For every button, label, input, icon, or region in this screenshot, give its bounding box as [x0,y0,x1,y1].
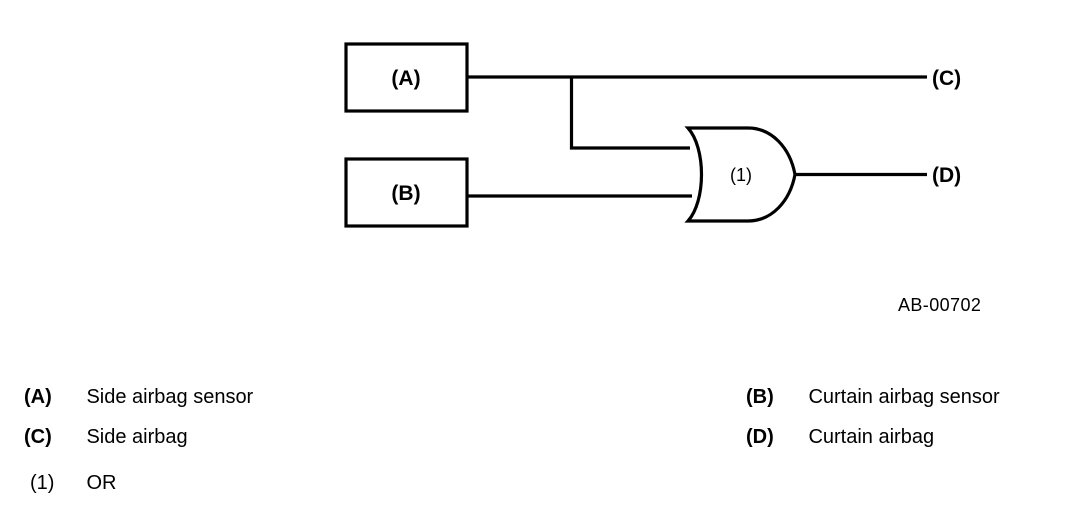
legend-desc-1: OR [86,472,117,494]
legend-key-1: (1) [30,472,55,494]
legend-item-1: (1) OR [24,472,116,512]
legend-desc-b: Curtain airbag sensor [808,386,1000,408]
or-gate-label: (1) [730,165,752,185]
legend-desc-c: Side airbag [86,426,188,448]
block-b-rect [344,157,469,228]
output-d-label: (D) [932,164,961,187]
legend-item-b: (B) Curtain airbag sensor [746,386,1000,426]
legend-item-a: (A) Side airbag sensor [24,386,253,426]
legend-key-b: (B) [746,386,774,408]
legend-item-c: (C) Side airbag [24,426,188,466]
legend-key-c: (C) [24,426,52,448]
block-b-label: (B) [391,182,420,205]
block-a-label: (A) [391,67,420,90]
output-c-label: (C) [932,67,961,90]
legend-key-d: (D) [746,426,774,448]
legend-desc-d: Curtain airbag [808,426,935,448]
legend-key-a: (A) [24,386,52,408]
wire-a-branch-to-gate [569,77,690,150]
legend-item-d: (D) Curtain airbag [746,426,934,466]
legend-desc-a: Side airbag sensor [86,386,254,408]
reference-code: AB-00702 [898,295,982,315]
legend: (A) Side airbag sensor (C) Side airbag (… [0,386,1072,506]
block-a-rect [344,42,469,113]
or-gate-shape [684,126,797,223]
